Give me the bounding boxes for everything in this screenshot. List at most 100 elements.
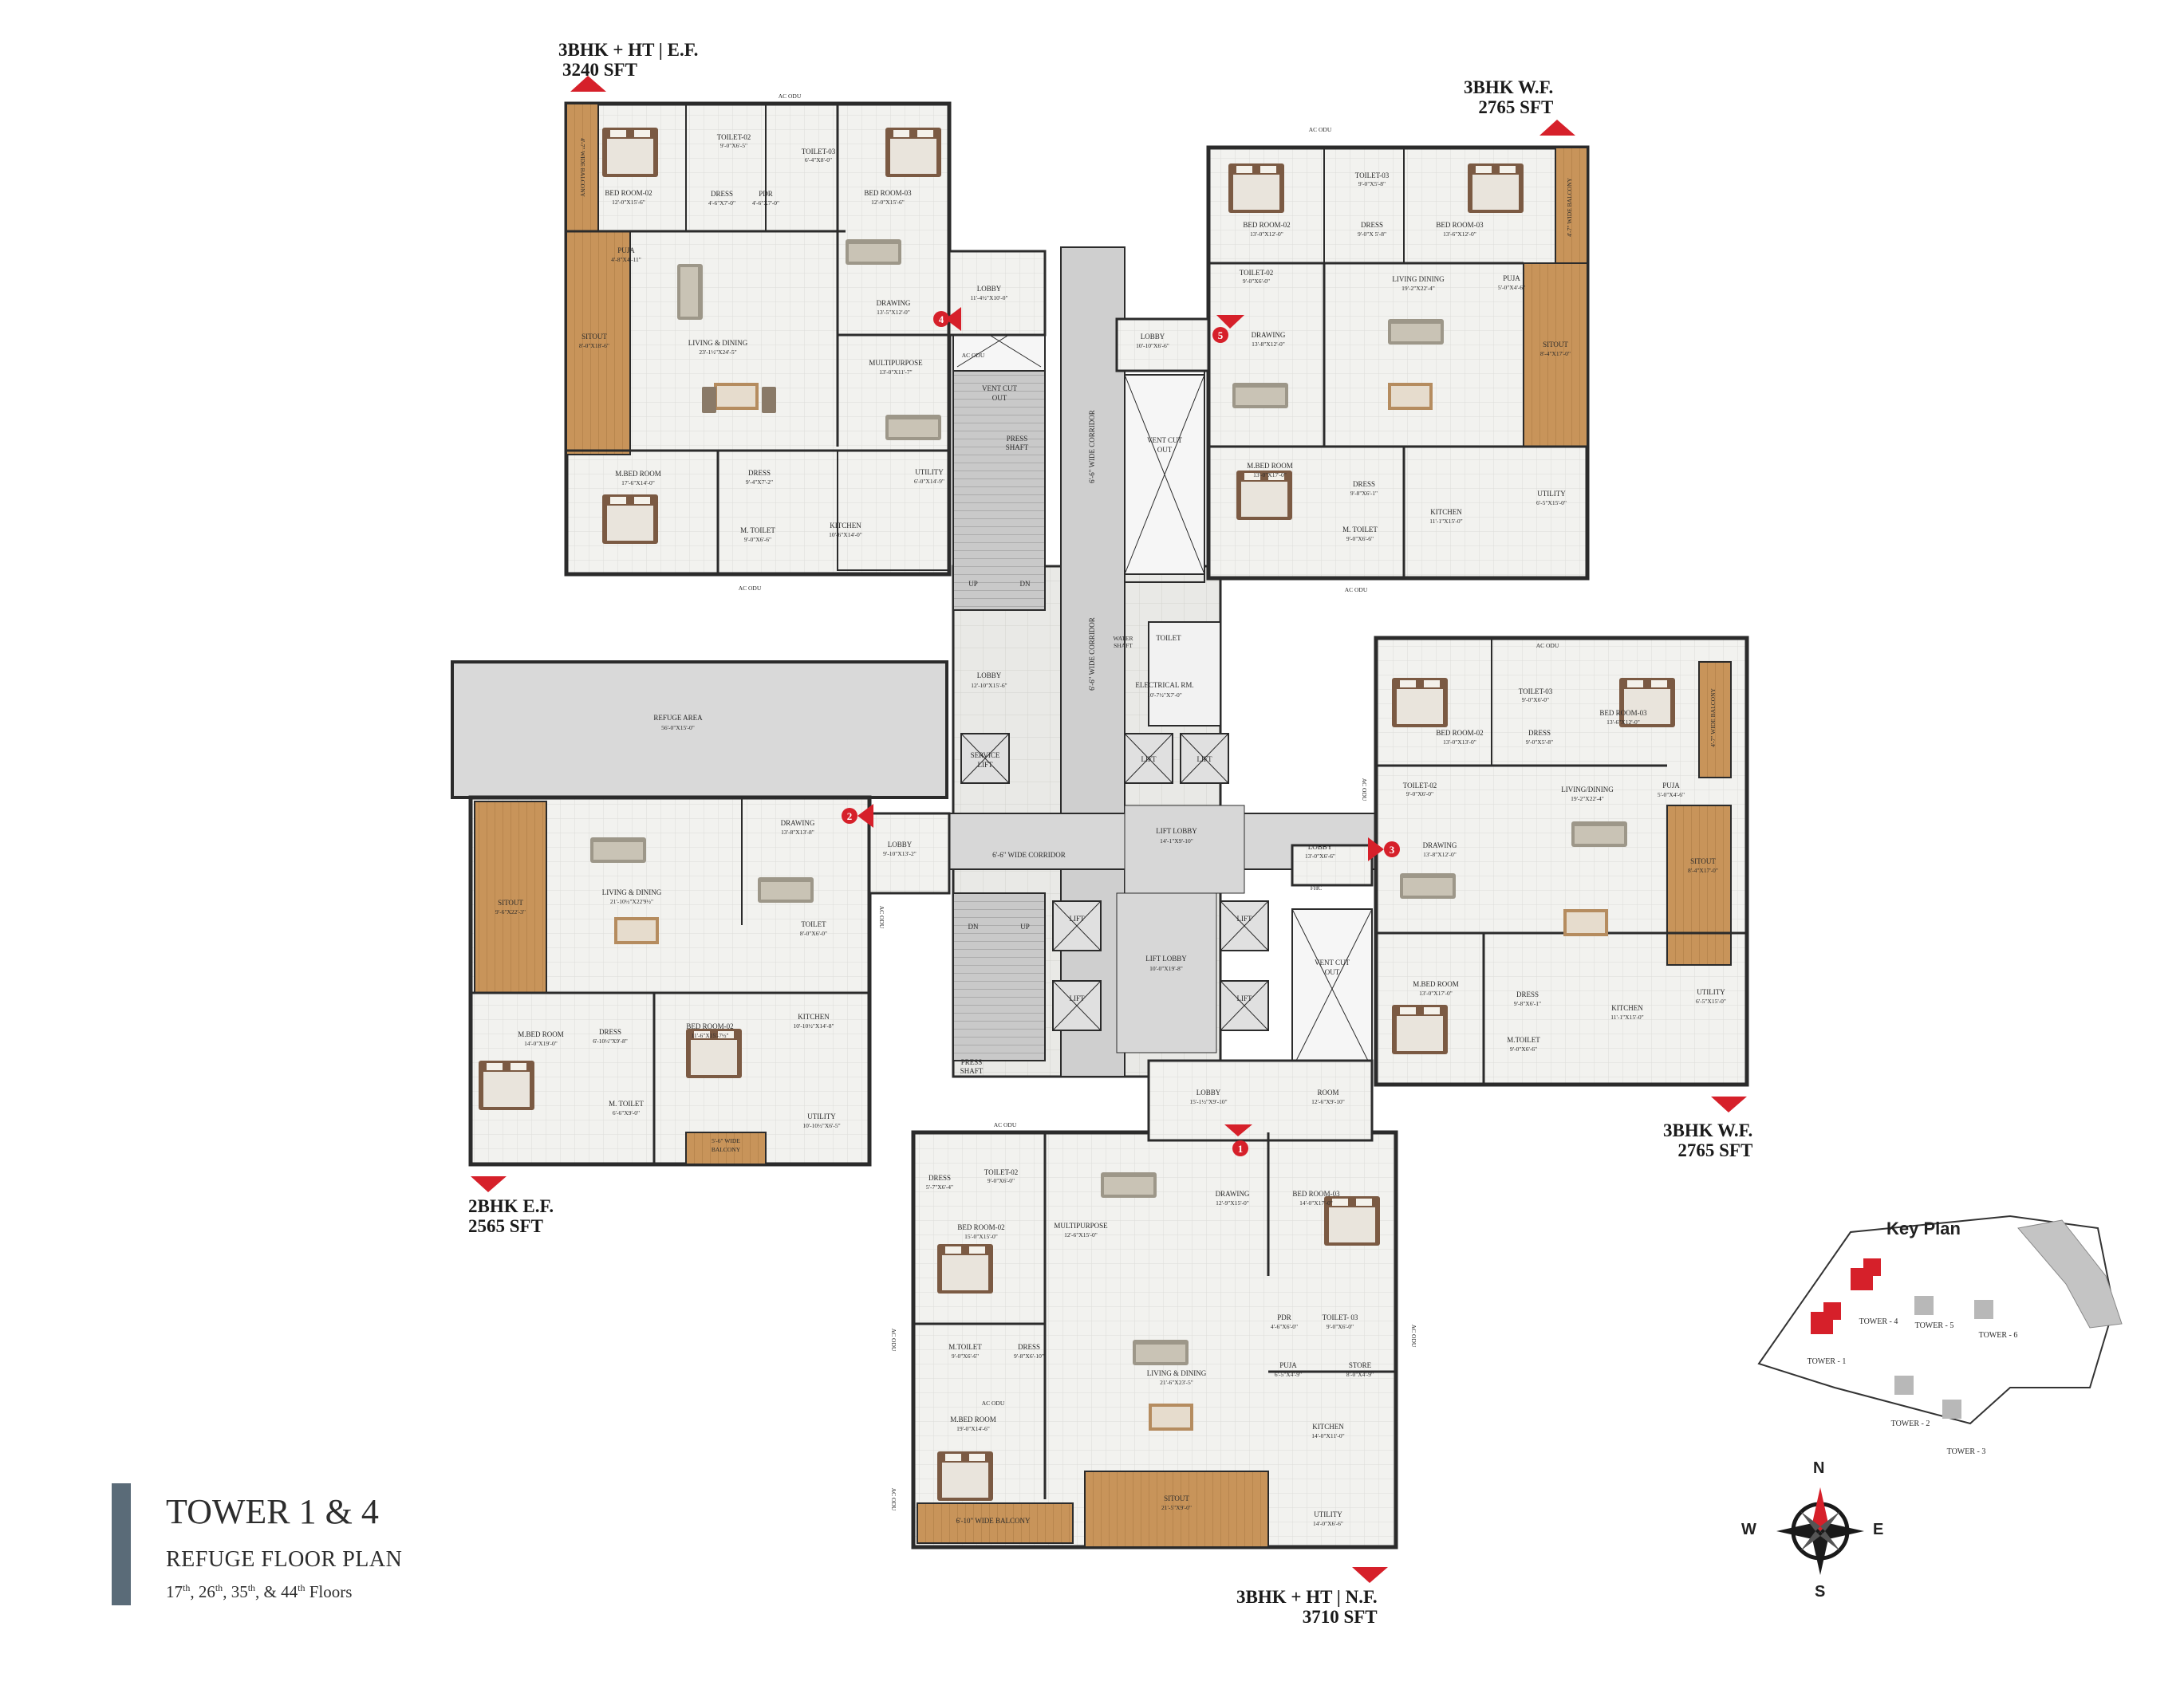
svg-text:17'-6"X14'-0": 17'-6"X14'-0" bbox=[621, 479, 655, 486]
svg-text:AC ODU: AC ODU bbox=[994, 1121, 1017, 1128]
svg-text:9'-0"X5'-8": 9'-0"X5'-8" bbox=[1526, 738, 1553, 746]
svg-text:M.TOILET: M.TOILET bbox=[1507, 1036, 1540, 1044]
svg-text:PUJA: PUJA bbox=[1503, 274, 1520, 282]
svg-text:TOILET: TOILET bbox=[801, 920, 826, 928]
svg-text:BED ROOM-02: BED ROOM-02 bbox=[1436, 729, 1483, 737]
svg-text:9'-8"X6'-1": 9'-8"X6'-1" bbox=[1350, 490, 1378, 497]
plan-title: REFUGE FLOOR PLAN bbox=[166, 1547, 403, 1572]
svg-text:FHC: FHC bbox=[1311, 884, 1323, 892]
svg-text:TOWER - 6: TOWER - 6 bbox=[1979, 1331, 2018, 1340]
svg-text:LOBBY: LOBBY bbox=[1141, 333, 1165, 341]
svg-text:TOWER - 1: TOWER - 1 bbox=[1808, 1357, 1847, 1366]
key-plan-title: Key Plan bbox=[1886, 1219, 1961, 1238]
svg-text:PRESS: PRESS bbox=[961, 1058, 983, 1066]
svg-text:M.BED ROOM: M.BED ROOM bbox=[1413, 980, 1459, 988]
svg-text:TOWER - 3: TOWER - 3 bbox=[1947, 1447, 1986, 1456]
svg-text:VENT CUT: VENT CUT bbox=[982, 384, 1018, 392]
unit-area-label: 2765 SFT bbox=[1677, 1140, 1753, 1160]
svg-text:MULTIPURPOSE: MULTIPURPOSE bbox=[869, 359, 923, 367]
svg-text:STORE: STORE bbox=[1349, 1361, 1372, 1369]
svg-text:KITCHEN: KITCHEN bbox=[798, 1013, 830, 1021]
svg-text:9'-0"X6'-0": 9'-0"X6'-0" bbox=[1406, 790, 1433, 797]
svg-text:DN: DN bbox=[1020, 580, 1031, 588]
svg-text:AC ODU: AC ODU bbox=[878, 906, 885, 929]
svg-text:SITOUT: SITOUT bbox=[498, 899, 523, 907]
unit-5 bbox=[911, 1059, 1398, 1549]
svg-text:8'-0"X4'-9": 8'-0"X4'-9" bbox=[1346, 1371, 1374, 1378]
compass-south-label: S bbox=[1815, 1583, 1826, 1601]
svg-text:DRESS: DRESS bbox=[748, 469, 771, 477]
svg-text:LIFT: LIFT bbox=[978, 761, 994, 769]
svg-text:AC ODU: AC ODU bbox=[1345, 586, 1368, 593]
svg-text:DRAWING: DRAWING bbox=[1252, 331, 1286, 339]
svg-text:KITCHEN: KITCHEN bbox=[1611, 1004, 1643, 1012]
svg-text:12'-6"X15'-0": 12'-6"X15'-0" bbox=[1064, 1231, 1098, 1238]
svg-text:AC ODU: AC ODU bbox=[982, 1400, 1005, 1407]
svg-text:ELECTRICAL RM.: ELECTRICAL RM. bbox=[1135, 681, 1193, 689]
svg-text:6'-6" WIDE CORRIDOR: 6'-6" WIDE CORRIDOR bbox=[1088, 410, 1096, 483]
svg-text:9'-0"X6'-0": 9'-0"X6'-0" bbox=[1327, 1323, 1354, 1330]
svg-text:LIFT: LIFT bbox=[1070, 994, 1086, 1002]
compass-west-label: W bbox=[1741, 1521, 1756, 1538]
svg-text:8'-4"X17'-0": 8'-4"X17'-0" bbox=[1540, 350, 1571, 357]
svg-text:6'-10" WIDE BALCONY: 6'-10" WIDE BALCONY bbox=[956, 1517, 1031, 1525]
svg-text:10'-7½"X7'-0": 10'-7½"X7'-0" bbox=[1147, 691, 1182, 699]
svg-text:DRESS: DRESS bbox=[1353, 480, 1375, 488]
svg-text:14'-0"X11'-0": 14'-0"X11'-0" bbox=[1311, 1432, 1344, 1439]
keyplan-tower-5: TOWER - 5 bbox=[1914, 1296, 1953, 1330]
svg-text:10'-0"X19'-8": 10'-0"X19'-8" bbox=[1149, 965, 1183, 972]
tower-title: TOWER 1 & 4 bbox=[166, 1492, 379, 1531]
svg-text:21'-6"X23'-5": 21'-6"X23'-5" bbox=[1160, 1379, 1193, 1386]
entry-marker-1: 1 bbox=[1232, 1140, 1248, 1156]
svg-text:13'-8"X12'-0": 13'-8"X12'-0" bbox=[1423, 851, 1457, 858]
svg-text:DRAWING: DRAWING bbox=[1216, 1190, 1250, 1198]
unit-tag-1: 3BHK + HT | E.F. 3240 SFT bbox=[558, 40, 698, 80]
svg-text:15'-0"X15'-0": 15'-0"X15'-0" bbox=[964, 1233, 998, 1240]
svg-text:8'-0"X6'-0": 8'-0"X6'-0" bbox=[800, 930, 827, 937]
svg-text:DN: DN bbox=[968, 923, 979, 931]
svg-text:14'-0"X6'-6": 14'-0"X6'-6" bbox=[1313, 1520, 1343, 1527]
svg-text:LIVING & DINING: LIVING & DINING bbox=[1147, 1369, 1207, 1377]
svg-text:AC ODU: AC ODU bbox=[962, 352, 985, 359]
svg-text:M.BED ROOM: M.BED ROOM bbox=[615, 470, 661, 478]
svg-text:BED ROOM-02: BED ROOM-02 bbox=[957, 1223, 1004, 1231]
svg-text:LOBBY: LOBBY bbox=[1308, 843, 1333, 851]
entry-marker-2: 2 bbox=[842, 808, 857, 824]
svg-text:SHAFT: SHAFT bbox=[960, 1067, 984, 1075]
svg-text:AC ODU: AC ODU bbox=[890, 1329, 897, 1352]
svg-text:LOBBY: LOBBY bbox=[977, 671, 1002, 679]
title-accent-bar bbox=[112, 1483, 131, 1605]
svg-text:9'-0"X6'-6": 9'-0"X6'-6" bbox=[1346, 535, 1374, 542]
svg-text:6'-4"X8'-0": 6'-4"X8'-0" bbox=[805, 156, 832, 163]
svg-text:TOWER - 4: TOWER - 4 bbox=[1859, 1317, 1898, 1326]
svg-text:56'-0"X15'-0": 56'-0"X15'-0" bbox=[661, 724, 695, 731]
svg-text:21'-10½"X22'9½": 21'-10½"X22'9½" bbox=[610, 898, 653, 905]
core-labels: VENT CUT OUT VENT CUT OUT VENT CUT OUT P… bbox=[960, 384, 1350, 1075]
svg-text:9'-0"X5'-8": 9'-0"X5'-8" bbox=[1358, 180, 1386, 187]
svg-text:10'-6"X14'-0": 10'-6"X14'-0" bbox=[829, 531, 862, 538]
unit-2 bbox=[1115, 145, 1590, 581]
svg-text:6'-10½"X9'-8": 6'-10½"X9'-8" bbox=[593, 1038, 628, 1045]
svg-text:DRESS: DRESS bbox=[711, 190, 733, 198]
unit-area-label: 3240 SFT bbox=[562, 60, 637, 80]
svg-text:LIFT LOBBY: LIFT LOBBY bbox=[1156, 827, 1197, 835]
svg-text:DRESS: DRESS bbox=[928, 1174, 951, 1182]
svg-text:1: 1 bbox=[1238, 1143, 1244, 1155]
svg-text:TOILET-02: TOILET-02 bbox=[717, 133, 751, 141]
svg-text:M.BED ROOM: M.BED ROOM bbox=[518, 1030, 564, 1038]
svg-text:LOBBY: LOBBY bbox=[888, 841, 913, 849]
unit-type-label: 2BHK E.F. bbox=[468, 1196, 554, 1216]
svg-text:AC ODU: AC ODU bbox=[1309, 126, 1332, 133]
svg-text:AC ODU: AC ODU bbox=[1410, 1325, 1417, 1348]
entry-marker-3: 3 bbox=[1384, 841, 1400, 857]
svg-text:TOILET-02: TOILET-02 bbox=[1403, 782, 1437, 789]
svg-text:9'-0"X6'-0": 9'-0"X6'-0" bbox=[1522, 696, 1549, 703]
svg-text:10'-10½"X14'-8": 10'-10½"X14'-8" bbox=[793, 1022, 834, 1030]
svg-text:LIVING DINING: LIVING DINING bbox=[1392, 275, 1445, 283]
svg-text:TOWER - 2: TOWER - 2 bbox=[1891, 1420, 1930, 1428]
svg-text:9'-4"X7'-2": 9'-4"X7'-2" bbox=[746, 478, 773, 486]
unit-3 bbox=[451, 660, 951, 1167]
svg-text:OUT: OUT bbox=[992, 394, 1007, 402]
svg-text:10'-10½"X6'-5": 10'-10½"X6'-5" bbox=[802, 1122, 840, 1129]
